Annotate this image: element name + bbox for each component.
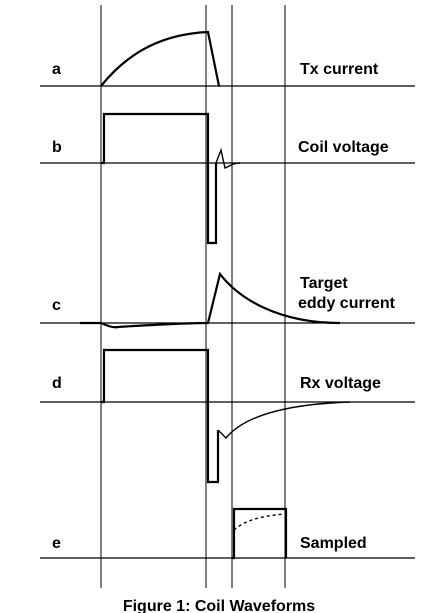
trace-c-label-line2: eddy current	[298, 295, 396, 312]
trace-d-letter: d	[52, 375, 62, 392]
trace-c-eddy-current: c Target eddy current	[40, 271, 415, 329]
trace-c-letter: c	[52, 297, 61, 314]
trace-b-coil-voltage: b Coil voltage	[40, 112, 415, 245]
figure-caption: Figure 1: Coil Waveforms	[123, 598, 315, 613]
trace-a-waveform	[100, 30, 221, 87]
trace-e-label: Sampled	[300, 535, 367, 552]
timing-gridlines	[100, 5, 286, 588]
trace-e-dotted-curve	[233, 513, 285, 531]
trace-d-label: Rx voltage	[300, 375, 381, 392]
trace-a-letter: a	[52, 61, 61, 78]
trace-c-waveform	[80, 271, 341, 329]
trace-a-label: Tx current	[300, 61, 379, 78]
trace-d-rx-voltage: d Rx voltage	[40, 348, 415, 484]
trace-a-tx-current: a Tx current	[40, 30, 415, 87]
trace-d-decay	[217, 401, 351, 440]
trace-d-waveform	[101, 348, 220, 484]
trace-b-letter: b	[52, 139, 62, 156]
trace-e-sampled: e Sampled	[40, 507, 415, 560]
trace-b-label: Coil voltage	[298, 139, 389, 156]
trace-c-label-line1: Target	[300, 275, 348, 292]
trace-b-ringing	[215, 147, 241, 169]
trace-e-waveform	[232, 507, 288, 560]
trace-b-waveform	[101, 112, 218, 245]
trace-e-letter: e	[52, 535, 61, 552]
